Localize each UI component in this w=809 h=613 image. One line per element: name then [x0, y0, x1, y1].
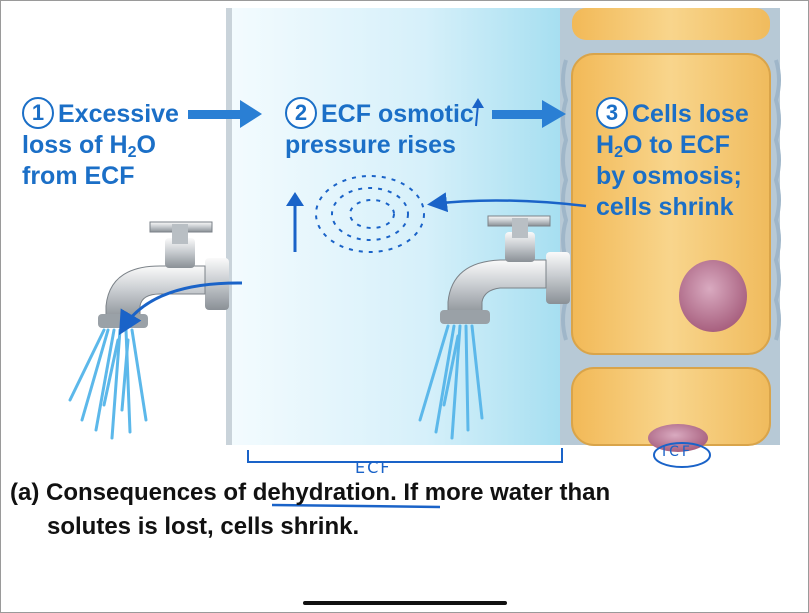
step-3-number: 3 [596, 97, 628, 129]
cell-top [572, 8, 770, 40]
icf-circle [653, 442, 711, 468]
step-2-number: 2 [285, 97, 317, 129]
osmotic-up-arrow-icon [472, 98, 484, 127]
step-arrow-1-to-2 [188, 100, 262, 128]
caption-label: (a) [10, 479, 40, 506]
step-3-line-3: by osmosis; [596, 162, 742, 190]
icf-handwritten-note: ICF [662, 444, 693, 460]
cell-column [560, 8, 781, 452]
step-1-number: 1 [22, 97, 54, 129]
outflow-arrow-left [118, 281, 243, 336]
step-1-line-1: Excessive [58, 100, 179, 128]
step-1-after-sub: O [136, 131, 156, 159]
solute-particles [315, 175, 425, 253]
step-3-line-1: Cells lose [632, 100, 749, 128]
step-3-subscript: 2 [614, 144, 623, 161]
step-3-after-sub: O to ECF [622, 131, 730, 159]
caption-text-line-1: If more water than [403, 479, 611, 506]
rise-arrow-icon [286, 192, 304, 252]
caption-title: Consequences of dehydration. [46, 479, 397, 506]
dehydration-underline [271, 503, 441, 509]
home-indicator-bar [303, 601, 507, 605]
faucet-left-icon [98, 221, 229, 328]
faucet-cell-icon [440, 215, 570, 324]
cell-nucleus-lower [648, 424, 708, 452]
water-stream-left [68, 328, 148, 440]
step-1-line-3: from ECF [22, 162, 135, 190]
step-3-line-4: cells shrink [596, 193, 734, 221]
step-arrow-2-to-3 [492, 100, 566, 128]
step-2-line-1: ECF osmotic [321, 100, 474, 128]
caption-text-line-2: solutes is lost, cells shrink. [47, 513, 360, 540]
osmosis-arrow [427, 192, 587, 213]
ecf-bracket [247, 448, 563, 463]
figure-caption: (a) Consequences of dehydration. If more… [10, 476, 770, 544]
step-3-line-2: H [596, 131, 615, 159]
step-1-subscript: 2 [127, 144, 137, 161]
water-stream-cell [418, 324, 484, 440]
ecf-handwritten-note: ECF [355, 458, 392, 477]
compartment-wall [226, 8, 232, 445]
step-1-line-2: loss of H [22, 131, 128, 159]
cell-nucleus [679, 260, 747, 332]
step-2-line-2: pressure rises [285, 131, 456, 159]
